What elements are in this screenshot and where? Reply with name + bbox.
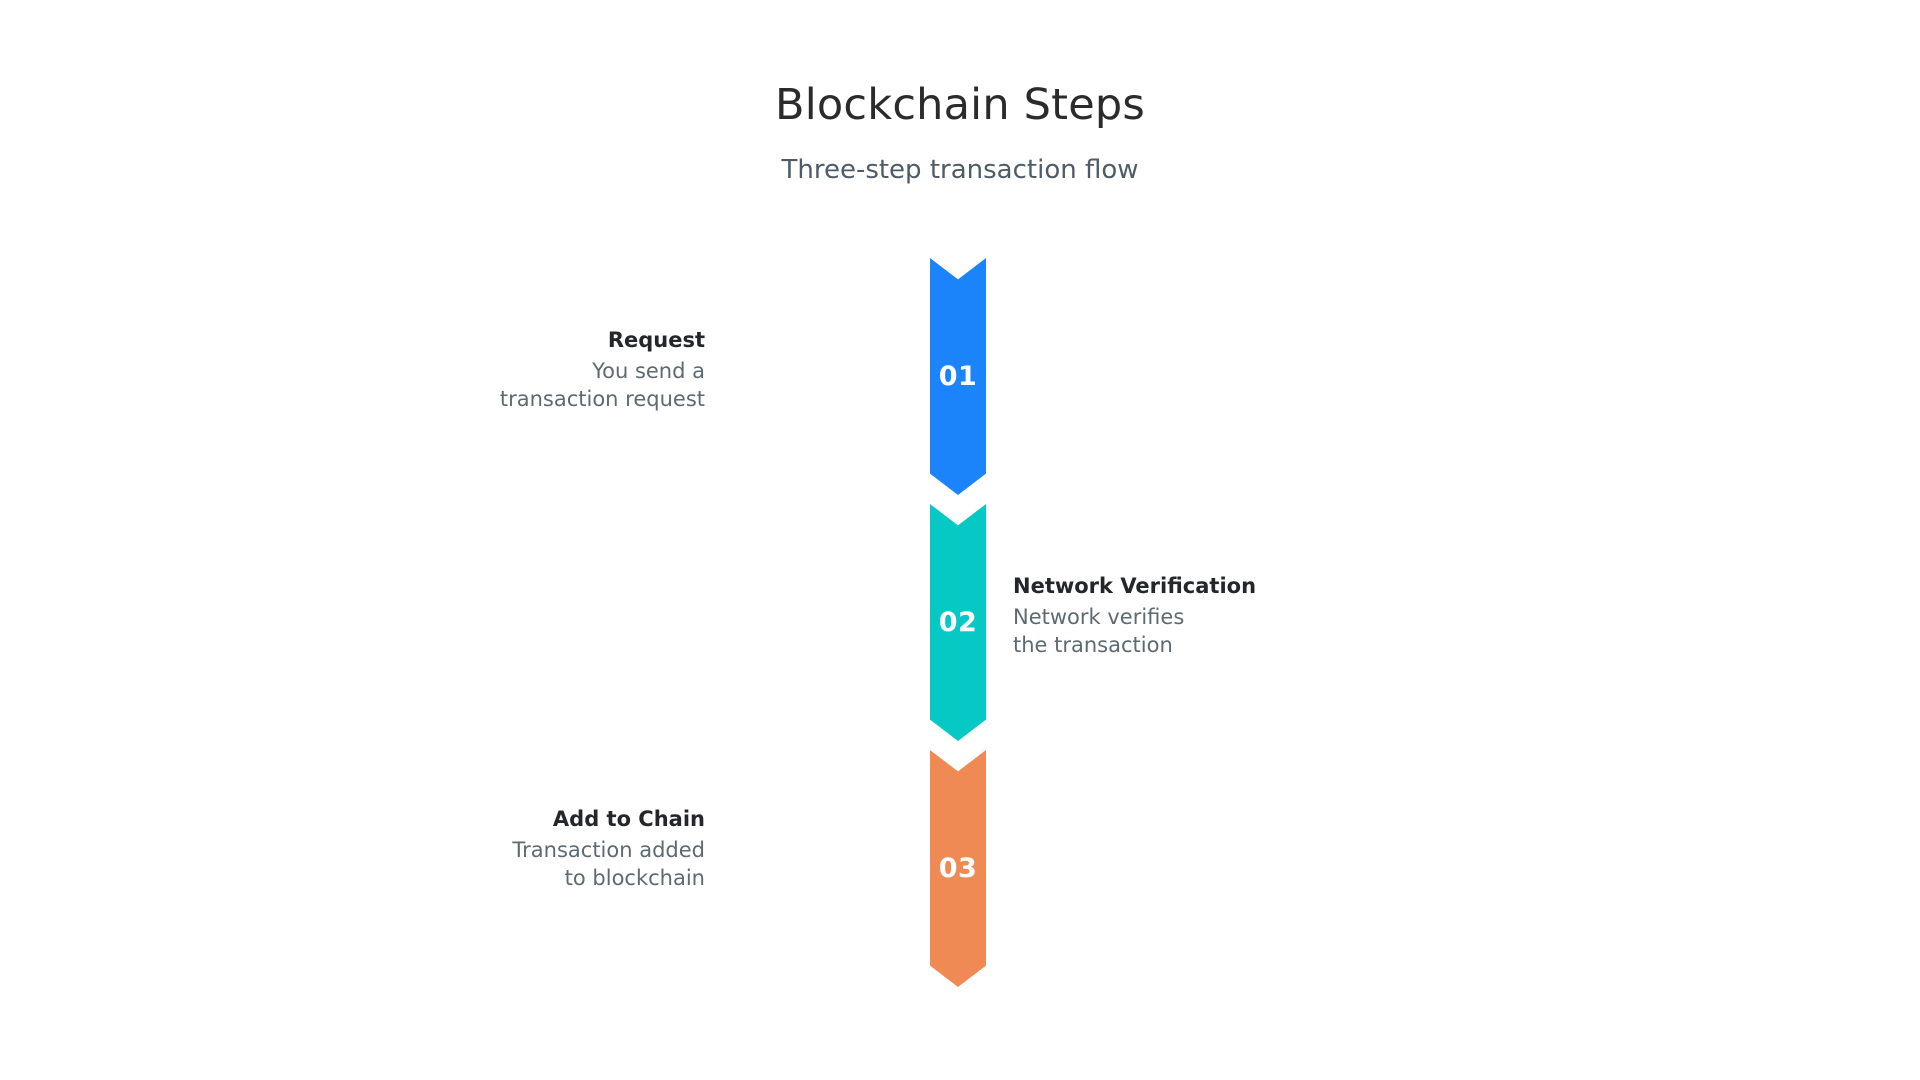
step-label-desc-03: Transaction added to blockchain: [512, 837, 705, 890]
step-label-01: Request You send a transaction request: [325, 327, 705, 413]
step-number-02: 02: [938, 607, 978, 638]
page-subtitle: Three-step transaction flow: [781, 155, 1139, 185]
step-funnel: 01 02 03: [930, 258, 986, 987]
page-title: Blockchain Steps: [775, 80, 1145, 130]
step-label-02: Network Verification Network verifies th…: [1013, 573, 1393, 659]
step-label-title-02: Network Verification: [1013, 574, 1257, 598]
header: Blockchain Steps Three-step transaction …: [0, 80, 1920, 185]
step-band-03[interactable]: 03: [930, 750, 986, 987]
step-band-02[interactable]: 02: [930, 504, 986, 741]
step-number-03: 03: [938, 853, 978, 884]
step-label-title-01: Request: [607, 328, 705, 352]
step-label-title-03: Add to Chain: [552, 807, 705, 831]
step-label-desc-01: You send a transaction request: [499, 358, 705, 411]
step-band-01[interactable]: 01: [930, 258, 986, 495]
step-label-desc-02: Network verifies the transaction: [1013, 604, 1185, 657]
step-label-03: Add to Chain Transaction added to blockc…: [325, 806, 705, 892]
step-number-01: 01: [938, 361, 978, 392]
